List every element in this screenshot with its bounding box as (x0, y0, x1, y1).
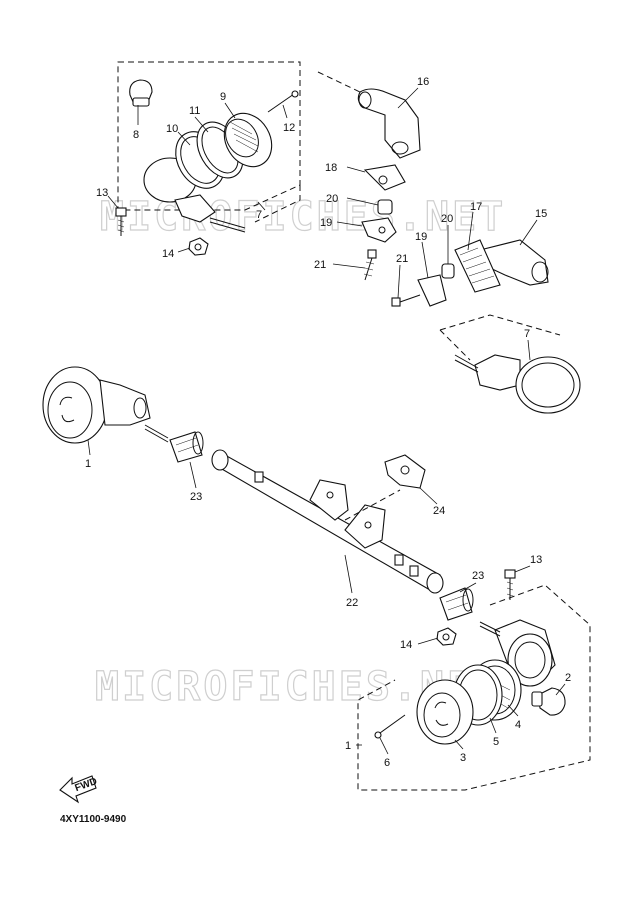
grommet-23-right (439, 587, 474, 621)
label-3: 3 (460, 752, 466, 764)
label-5: 5 (493, 736, 499, 748)
boundary-right (439, 314, 561, 336)
plate-19-a (361, 217, 397, 243)
top-right-bracket-group (317, 71, 561, 361)
boundary-top-right (317, 71, 361, 93)
label-24: 24 (433, 505, 445, 517)
plate-19-b (417, 274, 447, 307)
label-19-b: 19 (415, 231, 427, 243)
collar-20-b (441, 263, 455, 279)
flasher-1-left (42, 366, 169, 444)
bar-22 (211, 449, 444, 594)
label-11: 11 (189, 105, 200, 117)
label-16: 16 (417, 76, 429, 88)
label-7-top: 7 (256, 209, 262, 221)
label-17: 17 (470, 201, 482, 213)
label-21-a: 21 (314, 259, 326, 271)
nut-14-bottom (436, 627, 457, 646)
diagram-code: 4XY1100-9490 (60, 814, 127, 825)
screw-12 (267, 93, 295, 113)
boundary-24 (344, 489, 401, 521)
label-14-top: 14 (162, 248, 174, 260)
bolt-13-top (115, 207, 127, 236)
boundary-top-left-tail (254, 185, 301, 223)
label-10: 10 (166, 123, 178, 135)
top-left-flasher-group (115, 61, 301, 256)
label-20-a: 20 (326, 193, 338, 205)
flasher-7-right (454, 354, 581, 414)
lens-3 (416, 679, 474, 745)
label-2: 2 (565, 672, 571, 684)
label-21-b: 21 (396, 253, 408, 265)
leader-lines (87, 87, 566, 755)
bracket-16 (357, 88, 421, 159)
bolt-21-b (391, 294, 421, 307)
label-4: 4 (515, 719, 521, 731)
collar-20-a (377, 199, 393, 215)
bulb-2 (531, 687, 566, 716)
grommet-23-left (169, 431, 204, 463)
label-23-right: 23 (472, 570, 484, 582)
boundary-top-left (117, 61, 301, 211)
label-23-left: 23 (190, 491, 202, 503)
bottom-right-flasher-group (357, 569, 591, 791)
label-8: 8 (133, 129, 139, 141)
label-7-right: 7 (524, 328, 530, 340)
label-1-left: 1 (85, 458, 91, 470)
label-1-right: 1 (345, 740, 351, 752)
housing-9 (223, 112, 273, 168)
clamp-24 (384, 454, 426, 489)
label-13-top: 13 (96, 187, 108, 199)
fwd-arrow-icon: FWD (59, 775, 99, 804)
nut-14-top (188, 237, 209, 256)
label-14-bottom: 14 (400, 639, 412, 651)
label-12: 12 (283, 122, 295, 134)
label-13-bottom: 13 (530, 554, 542, 566)
screw-6 (374, 714, 406, 739)
plate-18 (363, 164, 406, 191)
label-6: 6 (384, 757, 390, 769)
label-19-a: 19 (320, 217, 332, 229)
label-9: 9 (220, 91, 226, 103)
label-22: 22 (346, 597, 358, 609)
stem-base (174, 194, 216, 223)
bolt-21-a (363, 249, 377, 281)
boundary-bottom-right (357, 584, 591, 791)
bolt-13-bottom (504, 569, 516, 600)
label-18: 18 (325, 162, 337, 174)
label-15: 15 (535, 208, 547, 220)
part-labels: 8 10 11 9 12 13 14 7 16 18 20 19 21 21 1… (85, 76, 571, 769)
label-20-b: 20 (441, 213, 453, 225)
plate-17 (454, 239, 501, 293)
bulb-8 (129, 79, 153, 107)
